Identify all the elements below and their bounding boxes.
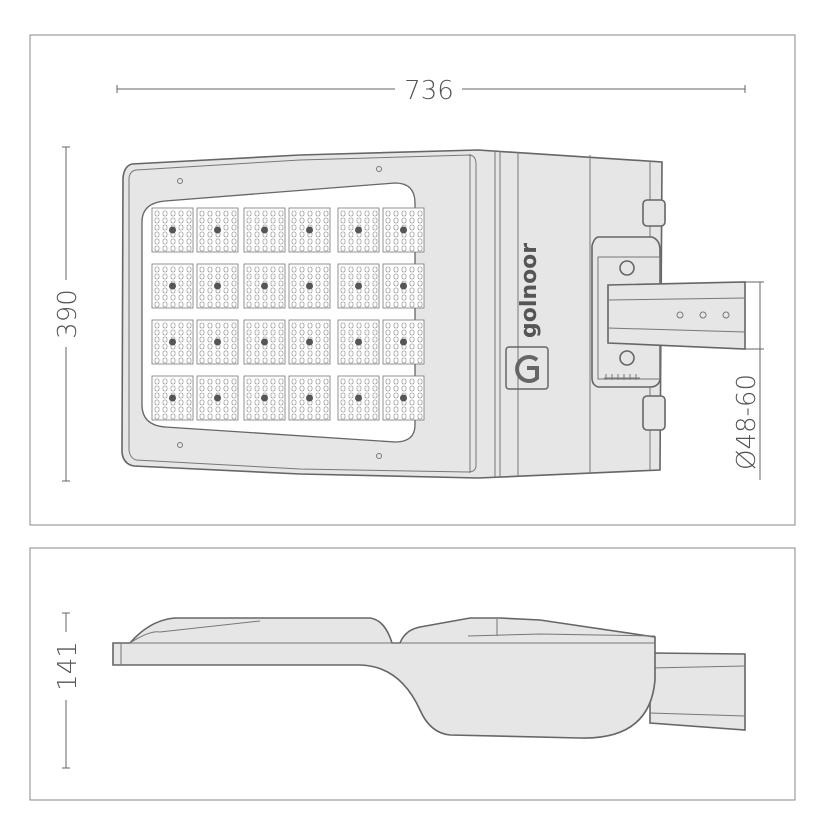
luminaire-side-view: [112, 617, 746, 739]
led-chip: [400, 338, 407, 346]
width-dimension: 390: [53, 146, 83, 482]
led-chip: [355, 282, 362, 290]
led-module: [337, 207, 380, 253]
led-module: [337, 263, 380, 309]
bolt-icon: [619, 260, 635, 276]
led-chip: [214, 226, 221, 234]
led-chip: [400, 226, 407, 234]
led-chip: [214, 394, 221, 402]
led-module: [288, 375, 331, 421]
led-module: [288, 319, 331, 365]
led-module: [196, 319, 239, 365]
led-chip: [306, 226, 313, 234]
led-chip: [261, 226, 268, 234]
led-module: [382, 207, 425, 253]
side-view-frame: [29, 547, 796, 801]
led-module: [243, 207, 286, 253]
clip-bottom: [642, 395, 666, 431]
pole-arm: [607, 281, 746, 350]
height-dimension: 141: [53, 612, 83, 769]
pole-diameter-dimension: Ø48-60: [732, 281, 764, 480]
led-chip: [169, 282, 176, 290]
side-pole-arm: [649, 652, 746, 731]
led-chip: [169, 338, 176, 346]
led-module: [288, 263, 331, 309]
led-chip: [400, 394, 407, 402]
length-label: 736: [404, 76, 454, 106]
led-chip: [214, 338, 221, 346]
luminaire-top-view: golnoor: [121, 149, 746, 479]
led-module: [337, 375, 380, 421]
led-module: [288, 207, 331, 253]
led-module: [243, 263, 286, 309]
led-chip: [306, 338, 313, 346]
led-chip: [400, 282, 407, 290]
led-module: [196, 375, 239, 421]
led-chip: [214, 282, 221, 290]
led-chip: [261, 338, 268, 346]
length-dimension: 736: [116, 76, 746, 106]
height-label: 141: [53, 641, 83, 691]
led-module: [243, 375, 286, 421]
led-chip: [306, 394, 313, 402]
bolt-icon: [619, 350, 635, 366]
brand-logo: golnoor: [505, 243, 549, 390]
led-module: [337, 319, 380, 365]
led-chip: [355, 338, 362, 346]
led-chip: [306, 282, 313, 290]
top-view-frame: [29, 34, 796, 526]
led-module: [382, 375, 425, 421]
led-chip: [261, 282, 268, 290]
pole-diameter-label: Ø48-60: [732, 374, 762, 470]
brand-name: golnoor: [517, 243, 542, 338]
led-module: [151, 207, 194, 253]
led-chip: [355, 226, 362, 234]
led-module: [151, 263, 194, 309]
led-module: [151, 375, 194, 421]
led-chip: [169, 226, 176, 234]
led-chip: [355, 394, 362, 402]
led-module: [196, 263, 239, 309]
led-module: [151, 319, 194, 365]
led-chip: [169, 394, 176, 402]
led-module: [196, 207, 239, 253]
width-label: 390: [53, 289, 83, 339]
clip-top: [642, 199, 666, 227]
led-module: [382, 263, 425, 309]
led-module: [382, 319, 425, 365]
led-chip: [261, 394, 268, 402]
led-module-grid: [151, 207, 425, 421]
led-module: [243, 319, 286, 365]
